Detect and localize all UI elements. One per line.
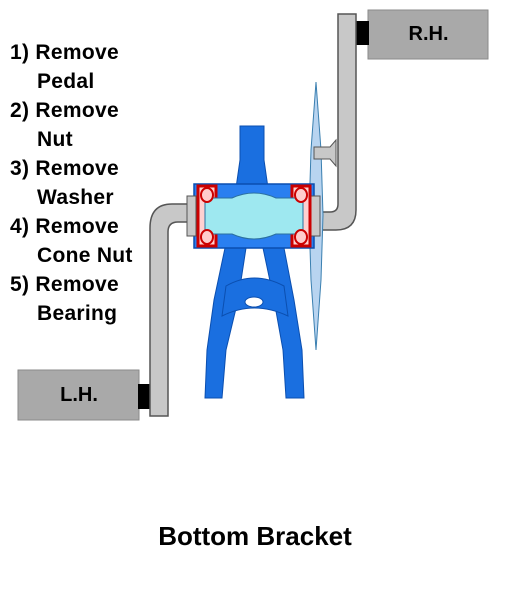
- step-number: 5): [10, 273, 30, 296]
- seat-tube: [235, 125, 269, 189]
- right-pedal: [367, 9, 489, 60]
- step-action: Remove: [35, 157, 119, 180]
- left-pedal-spindle: [138, 384, 151, 409]
- right-stay: [262, 247, 305, 399]
- bridge-hole: [244, 296, 264, 308]
- step-action: Remove: [35, 99, 119, 122]
- step-number: 4): [10, 215, 30, 238]
- bearing-top-right: [294, 187, 308, 203]
- step-object: Bearing: [37, 302, 118, 325]
- step-object: Washer: [37, 186, 114, 209]
- left-pedal: [17, 369, 140, 421]
- bearing-top-left: [200, 187, 214, 203]
- step-item: 5) Remove Bearing: [10, 270, 150, 328]
- step-item: 1) Remove Pedal: [10, 38, 150, 96]
- bearing-bottom-left: [200, 229, 214, 245]
- left-cone-nut: [186, 195, 197, 237]
- step-object: Pedal: [37, 70, 95, 93]
- removal-steps-list: 1) Remove Pedal 2) Remove Nut 3) Remove …: [10, 38, 150, 328]
- step-number: 1): [10, 41, 30, 64]
- step-item: 2) Remove Nut: [10, 96, 150, 154]
- right-pedal-spindle: [356, 21, 369, 45]
- left-crank-arm: [149, 203, 191, 417]
- step-item: 4) Remove Cone Nut: [10, 212, 150, 270]
- step-number: 3): [10, 157, 30, 180]
- right-cone-nut: [310, 195, 321, 237]
- left-stay: [204, 247, 247, 399]
- left-pedal-label: L.H.: [60, 384, 98, 406]
- bearing-bottom-right: [294, 229, 308, 245]
- chainring-bolt: [313, 138, 337, 168]
- axle: [204, 192, 304, 240]
- step-number: 2): [10, 99, 30, 122]
- diagram-caption: Bottom Bracket: [158, 521, 352, 551]
- step-action: Remove: [35, 273, 119, 296]
- step-object: Nut: [37, 128, 73, 151]
- step-action: Remove: [35, 41, 119, 64]
- step-action: Remove: [35, 215, 119, 238]
- step-object: Cone Nut: [37, 244, 133, 267]
- step-item: 3) Remove Washer: [10, 154, 150, 212]
- right-pedal-label: R.H.: [408, 23, 449, 45]
